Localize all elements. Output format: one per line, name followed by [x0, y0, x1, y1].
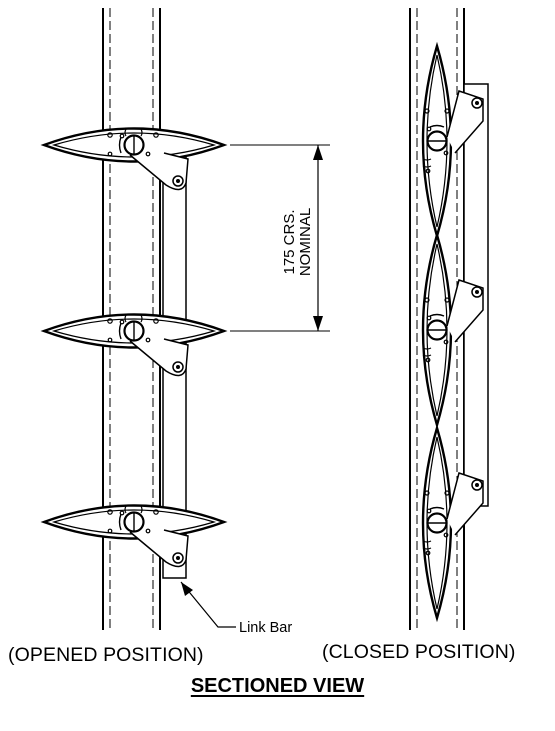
- closed-position-caption: (CLOSED POSITION): [322, 641, 516, 663]
- step-opened-1: [42, 127, 226, 191]
- dimension-label-line2: NOMINAL: [297, 208, 314, 276]
- link-bar-label: Link Bar: [239, 620, 292, 636]
- link-bar-callout: Link Bar: [180, 581, 292, 636]
- step-opened-3: [42, 504, 226, 568]
- opened-position-caption: (OPENED POSITION): [8, 644, 204, 666]
- opened-position-view: [42, 8, 226, 630]
- sectioned-view-title: SECTIONED VIEW: [0, 675, 555, 698]
- sectioned-view-drawing: 175 CRS. NOMINAL Link Bar: [42, 8, 489, 636]
- title-text: SECTIONED VIEW: [190, 675, 365, 697]
- step-opened-2: [42, 313, 226, 377]
- dimension-label-line1: 175 CRS.: [281, 209, 298, 274]
- closed-position-view: [409, 8, 489, 630]
- dimension-175-crs: 175 CRS. NOMINAL: [230, 144, 330, 332]
